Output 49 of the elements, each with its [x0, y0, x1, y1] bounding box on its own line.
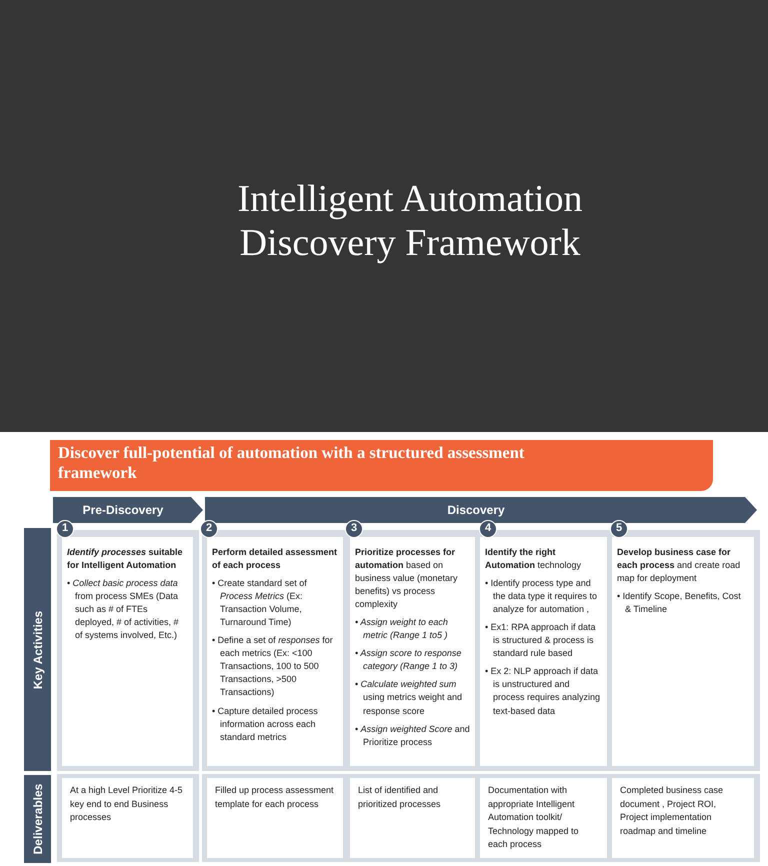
- activity-heading: Perform detailed assessment of each process: [212, 546, 338, 572]
- activity-card: [612, 537, 754, 766]
- step-number: 4: [484, 521, 492, 536]
- bullet-item: • Identify process type and the data type it requires to analyze for automation ,: [485, 577, 598, 616]
- activity-card: [62, 537, 193, 766]
- activity-card: [480, 537, 607, 766]
- title: Intelligent Automation Discovery Framework: [236, 178, 584, 266]
- bullet-item: • Ex 2: NLP approach if data is unstructured and process requires analyzing text-based data: [485, 665, 602, 718]
- deliverable-text: At a high Level Prioritize 4-5 key end to end Business processes: [70, 784, 184, 824]
- activity-card: [207, 537, 343, 766]
- row-header-label: Deliverables: [30, 784, 44, 854]
- step-number-badge: [200, 520, 218, 538]
- bullet-item: • Collect basic process data from process SMEs (Data such as # of FTEs deployed, # of activities, # of systems involved, Etc.): [67, 577, 180, 642]
- row-header-label: Key Activities: [30, 610, 44, 689]
- bullet-item: • Assign score to response category (Range 1 to 3): [355, 647, 462, 674]
- phase-header: [205, 497, 757, 523]
- step-number: 3: [350, 521, 358, 536]
- deliverable-card: [62, 778, 193, 858]
- bullet-item: • Assign weighted Score and Prioritize process: [355, 722, 470, 749]
- heading-banner: [50, 440, 713, 491]
- bullet-item: • Define a set of responses for each metrics (Ex: <100 Transactions, 100 to 500 Transactions, >500 Transactions): [212, 634, 334, 700]
- bullet-item: • Capture detailed process information across each standard metrics: [212, 704, 319, 744]
- activity-heading: Develop business case for each process and create road map for deployment: [617, 546, 742, 586]
- deliverable-text: List of identified and prioritized processes: [358, 784, 442, 811]
- activity-heading: Identify processes suitable for Intelligent Automation: [67, 546, 184, 572]
- activity-heading: Identify the right Automation technology: [485, 546, 582, 572]
- deliverable-card: [207, 778, 343, 858]
- deliverable-card: [350, 778, 475, 858]
- deliverable-text: Documentation with appropriate Intelligent Automation toolkit/ Technology mapped to each process: [488, 784, 580, 851]
- step-number: 1: [60, 521, 70, 536]
- phase-label: Pre-Discovery: [82, 503, 164, 517]
- activity-heading: Prioritize processes for automation based on business value (monetary benefits) vs process complexity: [355, 546, 459, 612]
- bullet-item: • Assign weight to each metric (Range 1 to5 ): [355, 616, 449, 642]
- banner-text: Discover full-potential of automation with a structured assessment framework: [58, 443, 526, 483]
- bullet-item: • Ex1: RPA approach if data is structured & process is standard rule based: [485, 621, 597, 660]
- step-number: 5: [614, 521, 624, 536]
- bullet-item: • Identify Scope, Benefits, Cost & Timeline: [617, 590, 742, 616]
- phase-header: [53, 497, 203, 523]
- row-header: [24, 528, 51, 771]
- row-header: [24, 775, 51, 863]
- phase-label: Discovery: [446, 503, 506, 517]
- deliverable-card: [480, 778, 607, 858]
- bullet-item: • Calculate weighted sum using metrics weight and response score: [355, 678, 464, 718]
- deliverable-text: Completed business case document , Project ROI, Project implementation roadmap and timeline: [620, 784, 724, 838]
- bullet-item: • Create standard set of Process Metrics (Ex: Transaction Volume, Turnaround Time): [212, 577, 308, 630]
- step-number: 2: [204, 521, 214, 536]
- activity-card: [350, 537, 475, 766]
- deliverable-text: Filled up process assessment template for each process: [215, 784, 335, 811]
- deliverable-card: [612, 778, 754, 858]
